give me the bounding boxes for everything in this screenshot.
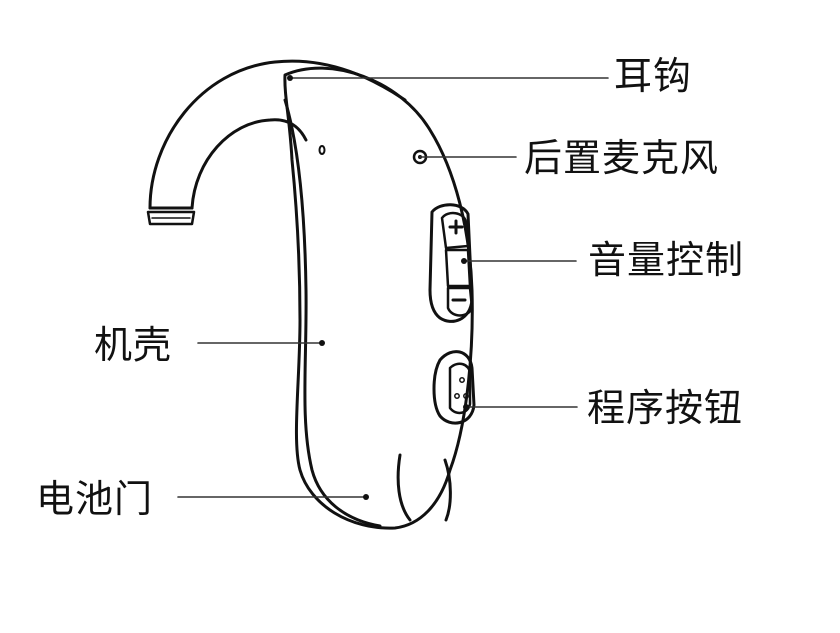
label-ear-hook: 耳钩	[614, 54, 693, 98]
program-button-drawing	[432, 350, 476, 425]
leader-dots	[287, 75, 469, 500]
shell-drawing	[283, 66, 474, 530]
volume-rocker-drawing	[428, 203, 474, 323]
leader-lines	[177, 77, 609, 498]
label-rear-mic: 后置麦克风	[524, 136, 720, 180]
label-volume-control: 音量控制	[588, 238, 745, 282]
label-program-button: 程序按钮	[587, 386, 744, 430]
ear-hook-drawing	[146, 59, 407, 226]
label-battery-door: 电池门	[36, 477, 154, 521]
label-shell: 机壳	[94, 323, 173, 367]
